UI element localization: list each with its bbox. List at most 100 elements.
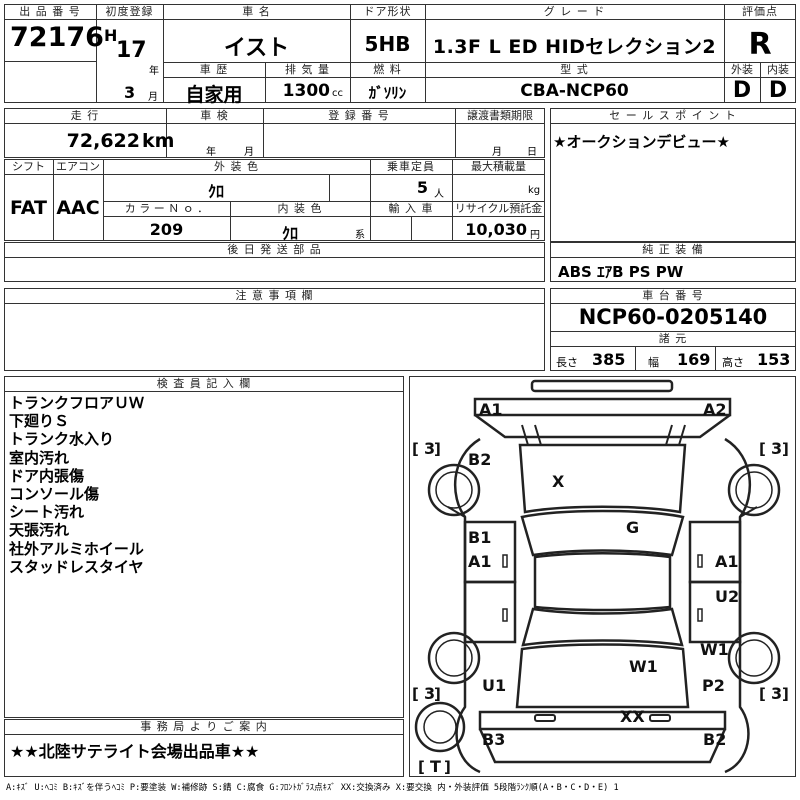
notes-label: 注 意 事 項 欄 [235, 289, 314, 302]
car-diagram-svg: [] [] [] [] [] 3 3 3 3 T A1 A2 B2 X G B1… [412, 379, 789, 776]
car-name: イスト [223, 36, 290, 61]
spec-block [4, 159, 545, 241]
registration-year: 17 [116, 38, 147, 63]
chassis-no: NCP60-0205140 [578, 305, 768, 329]
specs-label: 諸 元 [658, 332, 688, 345]
door-type: 5HB [364, 32, 411, 56]
later-parts-label: 後 日 発 送 部 品 [227, 243, 322, 256]
sales-point-block [550, 108, 796, 242]
note-item: ドア内張傷 [9, 466, 85, 485]
note-item: 下廻りＳ [9, 412, 70, 431]
history: 自家用 [185, 84, 243, 106]
model-code: CBA-NCP60 [520, 81, 629, 101]
svg-text:]: ] [434, 685, 441, 703]
tire-fl-mark: 3 [424, 439, 435, 458]
interior-grade: D [768, 78, 788, 103]
score: R [748, 27, 772, 62]
tire-rl-mark: 3 [424, 684, 435, 703]
height: 153 [757, 350, 791, 369]
rear-body-shape [478, 710, 727, 731]
svg-text:[: [ [412, 440, 419, 458]
front-body-shape [473, 397, 732, 417]
later-parts-block [4, 242, 545, 282]
note-item: コンソール傷 [9, 485, 100, 504]
office-notice-label: 事 務 局 よ り ご 案 内 [140, 720, 268, 733]
genuine-equipment-label: 純 正 装 備 [642, 243, 704, 256]
aircon: AAC [56, 197, 100, 219]
inspection-month-unit: 月 [244, 147, 254, 158]
svg-text:]: ] [782, 440, 789, 458]
mark-roof: G [626, 518, 639, 537]
exterior-color: ｸﾛ [207, 182, 224, 201]
hood-shape [518, 443, 687, 514]
mark-right-rear-door: U2 [715, 587, 739, 606]
right-rear-door-shape [688, 580, 742, 644]
score-label: 評価点 [742, 5, 778, 18]
genuine-equipment-block [550, 242, 796, 282]
max-load-unit: kg [528, 185, 541, 196]
capacity-unit: 人 [434, 189, 444, 200]
deadline-day-unit: 日 [527, 147, 537, 158]
width: 169 [677, 350, 711, 369]
mileage-unit: km [142, 130, 175, 152]
mileage: 72,622 [66, 130, 140, 152]
car-name-label: 車 名 [242, 5, 271, 18]
fuel: ｶﾞｿﾘﾝ [368, 84, 407, 102]
grade-label: グ レ ー ド [543, 5, 606, 18]
note-item: トランク水入り [9, 430, 115, 449]
history-label: 車 歴 [199, 63, 229, 76]
note-item: シート汚れ [9, 503, 85, 522]
mark-left-rear: U1 [482, 676, 506, 695]
inspection-year-unit: 年 [206, 147, 216, 158]
transfer-deadline-label: 譲渡書類期限 [467, 109, 533, 122]
displacement-label: 排 気 量 [285, 63, 330, 76]
note-item: トランクフロアＵＷ [9, 394, 145, 412]
interior-label: 内装 [767, 63, 789, 76]
mark-right-rear: P2 [702, 676, 725, 695]
front-bumper-shape [530, 379, 674, 393]
year-unit: 年 [149, 66, 159, 77]
displacement: 1300 [282, 81, 330, 101]
office-notice-block [4, 719, 404, 777]
tire-rr-mark: 3 [771, 684, 782, 703]
svg-text:[: [ [759, 685, 766, 703]
aircon-label: エアコン [56, 160, 100, 173]
registration-no-label: 登 録 番 号 [328, 109, 390, 122]
roof-shape [533, 552, 672, 612]
lot-number-label: 出 品 番 号 [19, 5, 81, 18]
svg-text:]: ] [444, 758, 451, 776]
mark-front-left: A1 [479, 400, 503, 419]
door-type-label: ドア形状 [363, 5, 412, 18]
length-label: 長さ [556, 356, 578, 369]
recycle-fee: 10,030 [465, 220, 527, 239]
fuel-label: 燃 料 [373, 63, 402, 76]
mileage-label: 走 行 [70, 109, 100, 122]
note-item: スタッドレスタイヤ [9, 557, 144, 576]
tire-rear-left-shape [427, 631, 481, 685]
mark-trunk: W1 [629, 657, 658, 676]
mark-rear-right: B2 [703, 730, 726, 749]
mark-front-right: A2 [703, 400, 727, 419]
left-rear-door-shape [463, 580, 517, 644]
front-panel-shape [474, 413, 731, 439]
displacement-unit: cc [332, 88, 343, 99]
genuine-equipment: ABS ｴｱB PS PW [558, 263, 684, 281]
length: 385 [592, 350, 626, 369]
shift-label: シフト [12, 160, 45, 173]
grade: 1.3F L ED HIDセレクション2 [432, 36, 717, 58]
windshield-shape [520, 509, 685, 557]
damage-diagram: [] [] [] [] [] 3 3 3 3 T A1 A2 B2 X G B1… [409, 376, 796, 777]
mark-left-front-door-2: A1 [468, 552, 492, 571]
interior-color-suffix: 系 [355, 230, 365, 241]
svg-text:[: [ [418, 758, 425, 776]
interior-color-label: 内 装 色 [277, 202, 323, 215]
capacity: 5 [416, 178, 428, 197]
spare-mark: T [430, 757, 441, 776]
exterior-label: 外装 [731, 63, 753, 76]
height-label: 高さ [722, 356, 744, 369]
month-unit: 月 [148, 92, 158, 103]
mark-right-front-door: A1 [715, 552, 739, 571]
left-body-outline [453, 437, 481, 774]
max-load-label: 最大積載量 [471, 160, 526, 173]
inspector-notes-list: トランクフロアＵＷ 下廻りＳ トランク水入り 室内汚れ ドア内張傷 コンソール傷… [9, 394, 144, 576]
